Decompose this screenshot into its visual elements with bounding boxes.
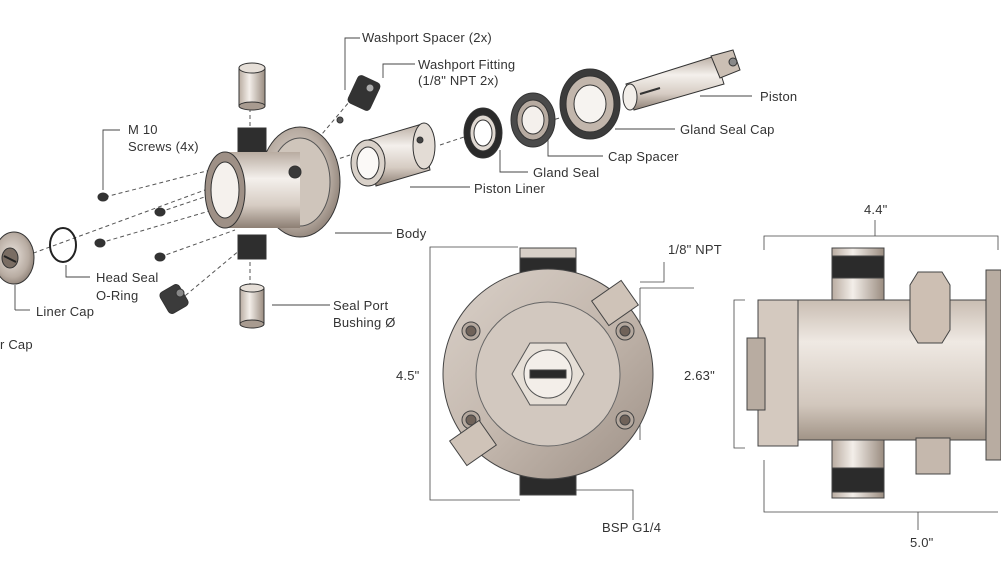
dimension-side-length: 5.0" — [910, 535, 934, 550]
piston-part — [622, 49, 741, 111]
label-seal-port: Seal Port — [333, 298, 389, 313]
washport-fitting-part — [336, 75, 381, 124]
label-bushing: Bushing Ø — [333, 315, 396, 330]
dimension-bsp: BSP G1/4 — [602, 520, 662, 535]
label-gland-seal-cap: Gland Seal Cap — [680, 122, 775, 137]
dimension-side-width: 4.4" — [864, 202, 888, 217]
exploded-view — [0, 49, 741, 329]
label-piston: Piston — [760, 89, 798, 104]
side-view — [733, 220, 1001, 530]
o-ring-part — [49, 227, 77, 263]
bottom-fitting-part — [159, 284, 189, 314]
gland-seal-part — [463, 107, 503, 159]
label-end-cap: r Cap — [0, 337, 33, 352]
label-piston-liner: Piston Liner — [474, 181, 546, 196]
label-gland-seal: Gland Seal — [533, 165, 600, 180]
label-cap-spacer: Cap Spacer — [608, 149, 679, 164]
cap-spacer-part — [510, 92, 556, 148]
label-m-screw: M 10 — [128, 122, 158, 137]
front-view — [429, 246, 694, 520]
label-o-ring: O-Ring — [96, 288, 139, 303]
seal-port-bushing-part — [239, 283, 265, 329]
end-cap-part — [0, 231, 35, 285]
label-liner-cap: Liner Cap — [36, 304, 95, 319]
dimension-diameter-inner: 2.63" — [684, 368, 715, 383]
label-body: Body — [396, 226, 427, 241]
gland-seal-cap-part — [559, 68, 621, 140]
dimension-npt: 1/8" NPT — [668, 242, 722, 257]
exploded-leaders — [14, 37, 752, 311]
screws-part — [94, 192, 166, 262]
dimension-diameter-outer: 4.5" — [396, 368, 420, 383]
label-head-seal: Head Seal — [96, 270, 159, 285]
washport-spacer-part — [238, 62, 266, 111]
label-washport-fitting-size: (1/8" NPT 2x) — [418, 73, 499, 88]
label-screws: Screws (4x) — [128, 139, 199, 154]
piston-liner-part — [350, 122, 436, 187]
label-washport-fitting: Washport Fitting — [418, 57, 516, 72]
label-washport-spacer: Washport Spacer (2x) — [362, 30, 492, 45]
body-part — [204, 126, 341, 260]
